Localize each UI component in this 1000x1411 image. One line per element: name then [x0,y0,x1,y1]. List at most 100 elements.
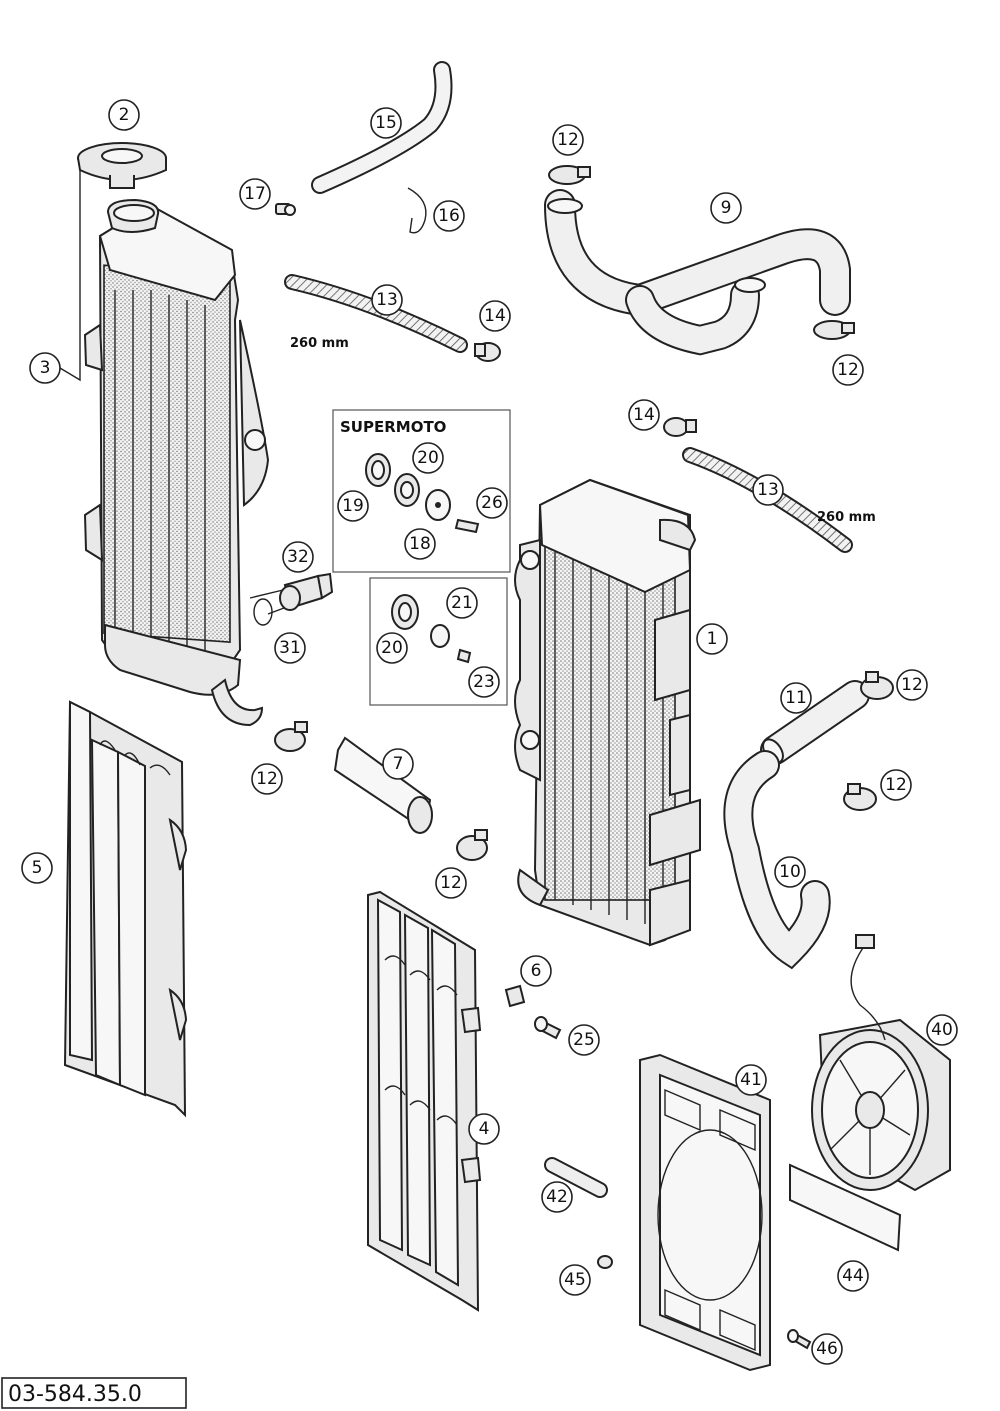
callout-13-left: 13 [371,284,403,316]
callout-41: 41 [735,1064,767,1096]
callout-7: 7 [382,748,414,780]
plate-44 [789,1163,902,1252]
radiator-right [514,478,701,947]
clamp-12-hose11 [860,671,894,700]
svg-text:15: 15 [375,113,397,133]
callout-17: 17 [239,178,271,210]
svg-text:12: 12 [256,769,278,789]
svg-text:46: 46 [816,1339,838,1359]
svg-text:4: 4 [479,1119,490,1139]
svg-text:42: 42 [546,1187,568,1207]
callout-14-right: 14 [628,399,660,431]
svg-text:16: 16 [438,206,460,226]
svg-text:31: 31 [279,638,301,658]
clamp-12-hose9 [813,320,855,340]
svg-text:12: 12 [440,873,462,893]
svg-text:6: 6 [531,961,542,981]
screw-25 [534,1016,562,1040]
callout-15: 15 [370,107,402,139]
svg-text:9: 9 [721,198,732,218]
callout-5: 5 [21,852,53,884]
hose-length-label-right: 260 mm [817,510,876,525]
callout-12-top: 12 [552,124,584,156]
callout-20-lower: 20 [376,632,408,664]
hose-length-label-left: 260 mm [290,336,349,351]
radiator-left [83,198,270,727]
callout-25: 25 [568,1024,600,1056]
callout-23: 23 [468,666,500,698]
svg-text:25: 25 [573,1030,595,1050]
callout-31: 31 [274,632,306,664]
rubber-mount-box [369,577,508,706]
radiator-cap [77,142,167,189]
callout-26: 26 [476,487,508,519]
nut-45 [597,1255,613,1269]
svg-text:44: 44 [842,1266,864,1286]
hose-9 [544,189,851,356]
callout-40: 40 [926,1014,958,1046]
svg-text:14: 14 [484,306,506,326]
fan-bracket-41 [639,1053,771,1372]
svg-text:18: 18 [409,534,431,554]
callout-12-left: 12 [251,763,283,795]
callout-10: 10 [774,856,806,888]
svg-text:11: 11 [785,688,807,708]
svg-text:20: 20 [417,448,439,468]
screw-46 [787,1329,812,1350]
svg-text:23: 23 [473,672,495,692]
clamp-14-right [663,417,697,437]
svg-text:26: 26 [481,493,503,513]
o-ring-31 [253,598,273,626]
callout-9: 9 [710,192,742,224]
svg-text:21: 21 [451,593,473,613]
callout-14-left: 14 [479,300,511,332]
callout-1: 1 [696,623,728,655]
callout-3: 3 [29,352,61,384]
svg-text:13: 13 [376,290,398,310]
reference-number: 03-584.35.0 [8,1382,142,1407]
callout-18: 18 [404,528,436,560]
callout-6: 6 [520,955,552,987]
svg-text:19: 19 [342,496,364,516]
hose-10 [723,750,831,970]
hose-7 [333,736,433,834]
svg-text:17: 17 [244,184,266,204]
callout-16: 16 [433,200,465,232]
svg-text:32: 32 [287,547,309,567]
svg-text:1: 1 [707,629,718,649]
svg-text:3: 3 [40,358,51,378]
clip-16 [407,187,427,234]
clamp-12-top [548,165,591,185]
hose-15 [311,61,453,194]
callout-4: 4 [468,1113,500,1145]
clamp-14-left [474,342,501,362]
callout-12-hose10: 12 [880,769,912,801]
svg-text:45: 45 [564,1270,586,1290]
callout-12-hose9: 12 [832,354,864,386]
svg-text:20: 20 [381,638,403,658]
nut-6 [504,984,526,1008]
callout-20-supermoto: 20 [412,442,444,474]
callout-13-right: 13 [752,474,784,506]
supermoto-box [332,409,511,573]
callout-19: 19 [337,490,369,522]
radiator-shroud-left [63,700,188,1118]
fan-40 [811,934,951,1192]
svg-text:40: 40 [931,1020,953,1040]
svg-text:7: 7 [393,754,404,774]
clamp-12-hose10 [843,783,877,811]
radiator-shroud-right [367,890,482,1312]
callout-42: 42 [541,1181,573,1213]
callout-11: 11 [780,682,812,714]
callout-44: 44 [837,1260,869,1292]
clamp-12-center [456,829,488,861]
svg-text:10: 10 [779,862,801,882]
callout-46: 46 [811,1333,843,1365]
callout-32: 32 [282,541,314,573]
svg-text:41: 41 [740,1070,762,1090]
callout-21: 21 [446,587,478,619]
supermoto-title: SUPERMOTO [340,418,446,436]
clamp-12-left-lower [274,721,308,752]
svg-text:12: 12 [557,130,579,150]
